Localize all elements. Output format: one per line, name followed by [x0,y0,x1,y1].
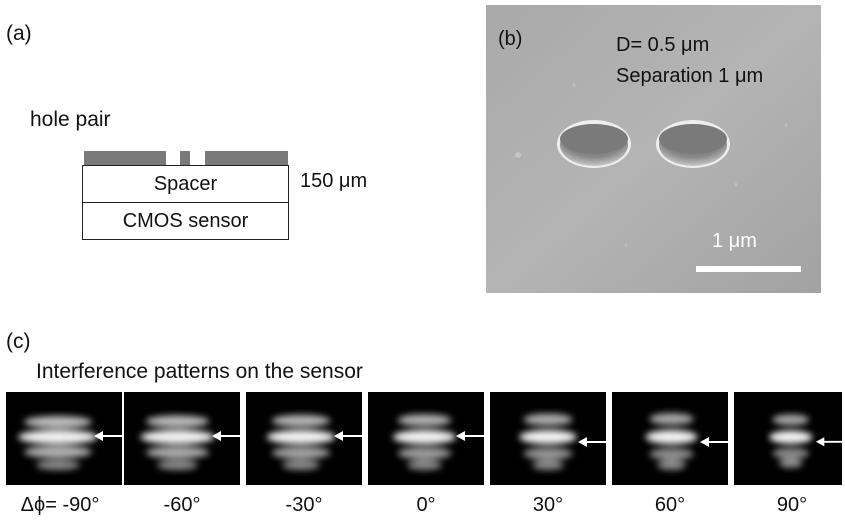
mask-left [84,151,166,165]
phase-label: 90° [776,494,808,516]
scale-bar-label: 1 μm [712,230,757,252]
sem-image [486,5,821,293]
separation-text: Separation 1 μm [616,65,764,87]
hole-right [656,120,730,168]
phase-label: 60° [654,494,686,516]
interference-pattern [124,392,240,485]
diameter-text: D= 0.5 μm [616,34,710,56]
arrow-head [578,437,587,447]
spacer-box: Spacer [82,165,289,203]
interference-pattern [612,392,728,485]
arrow-head [815,437,825,447]
interference-pattern [490,392,606,485]
sensor-label: CMOS sensor [122,209,249,232]
phase-label: 30° [532,494,564,516]
arrow-head [212,431,221,441]
arrow-head [700,437,709,447]
interference-pattern [6,392,122,485]
arrow-head [94,431,103,441]
arrow-head [334,431,343,441]
phase-label: 0° [416,494,436,516]
arrow-head [456,431,465,441]
interference-pattern [246,392,362,485]
panel-c-title: Interference patterns on the sensor [36,360,363,383]
hole-left [557,120,631,168]
hole-pair-label: hole pair [30,108,111,131]
scale-bar [696,266,801,272]
phase-label: Δϕ= -90° [20,494,100,516]
thickness-label: 150 μm [300,170,368,192]
interference-pattern [368,392,484,485]
mask-center [180,151,190,165]
phase-label: -30° [285,494,323,516]
phase-label: -60° [163,494,201,516]
mask-right [205,151,288,165]
spacer-label: Spacer [153,172,218,195]
panel-c-label: (c) [6,330,31,353]
sensor-box: CMOS sensor [82,202,289,240]
panel-a-label: (a) [6,22,32,45]
interference-pattern [734,392,842,485]
panel-b-label: (b) [498,28,523,50]
